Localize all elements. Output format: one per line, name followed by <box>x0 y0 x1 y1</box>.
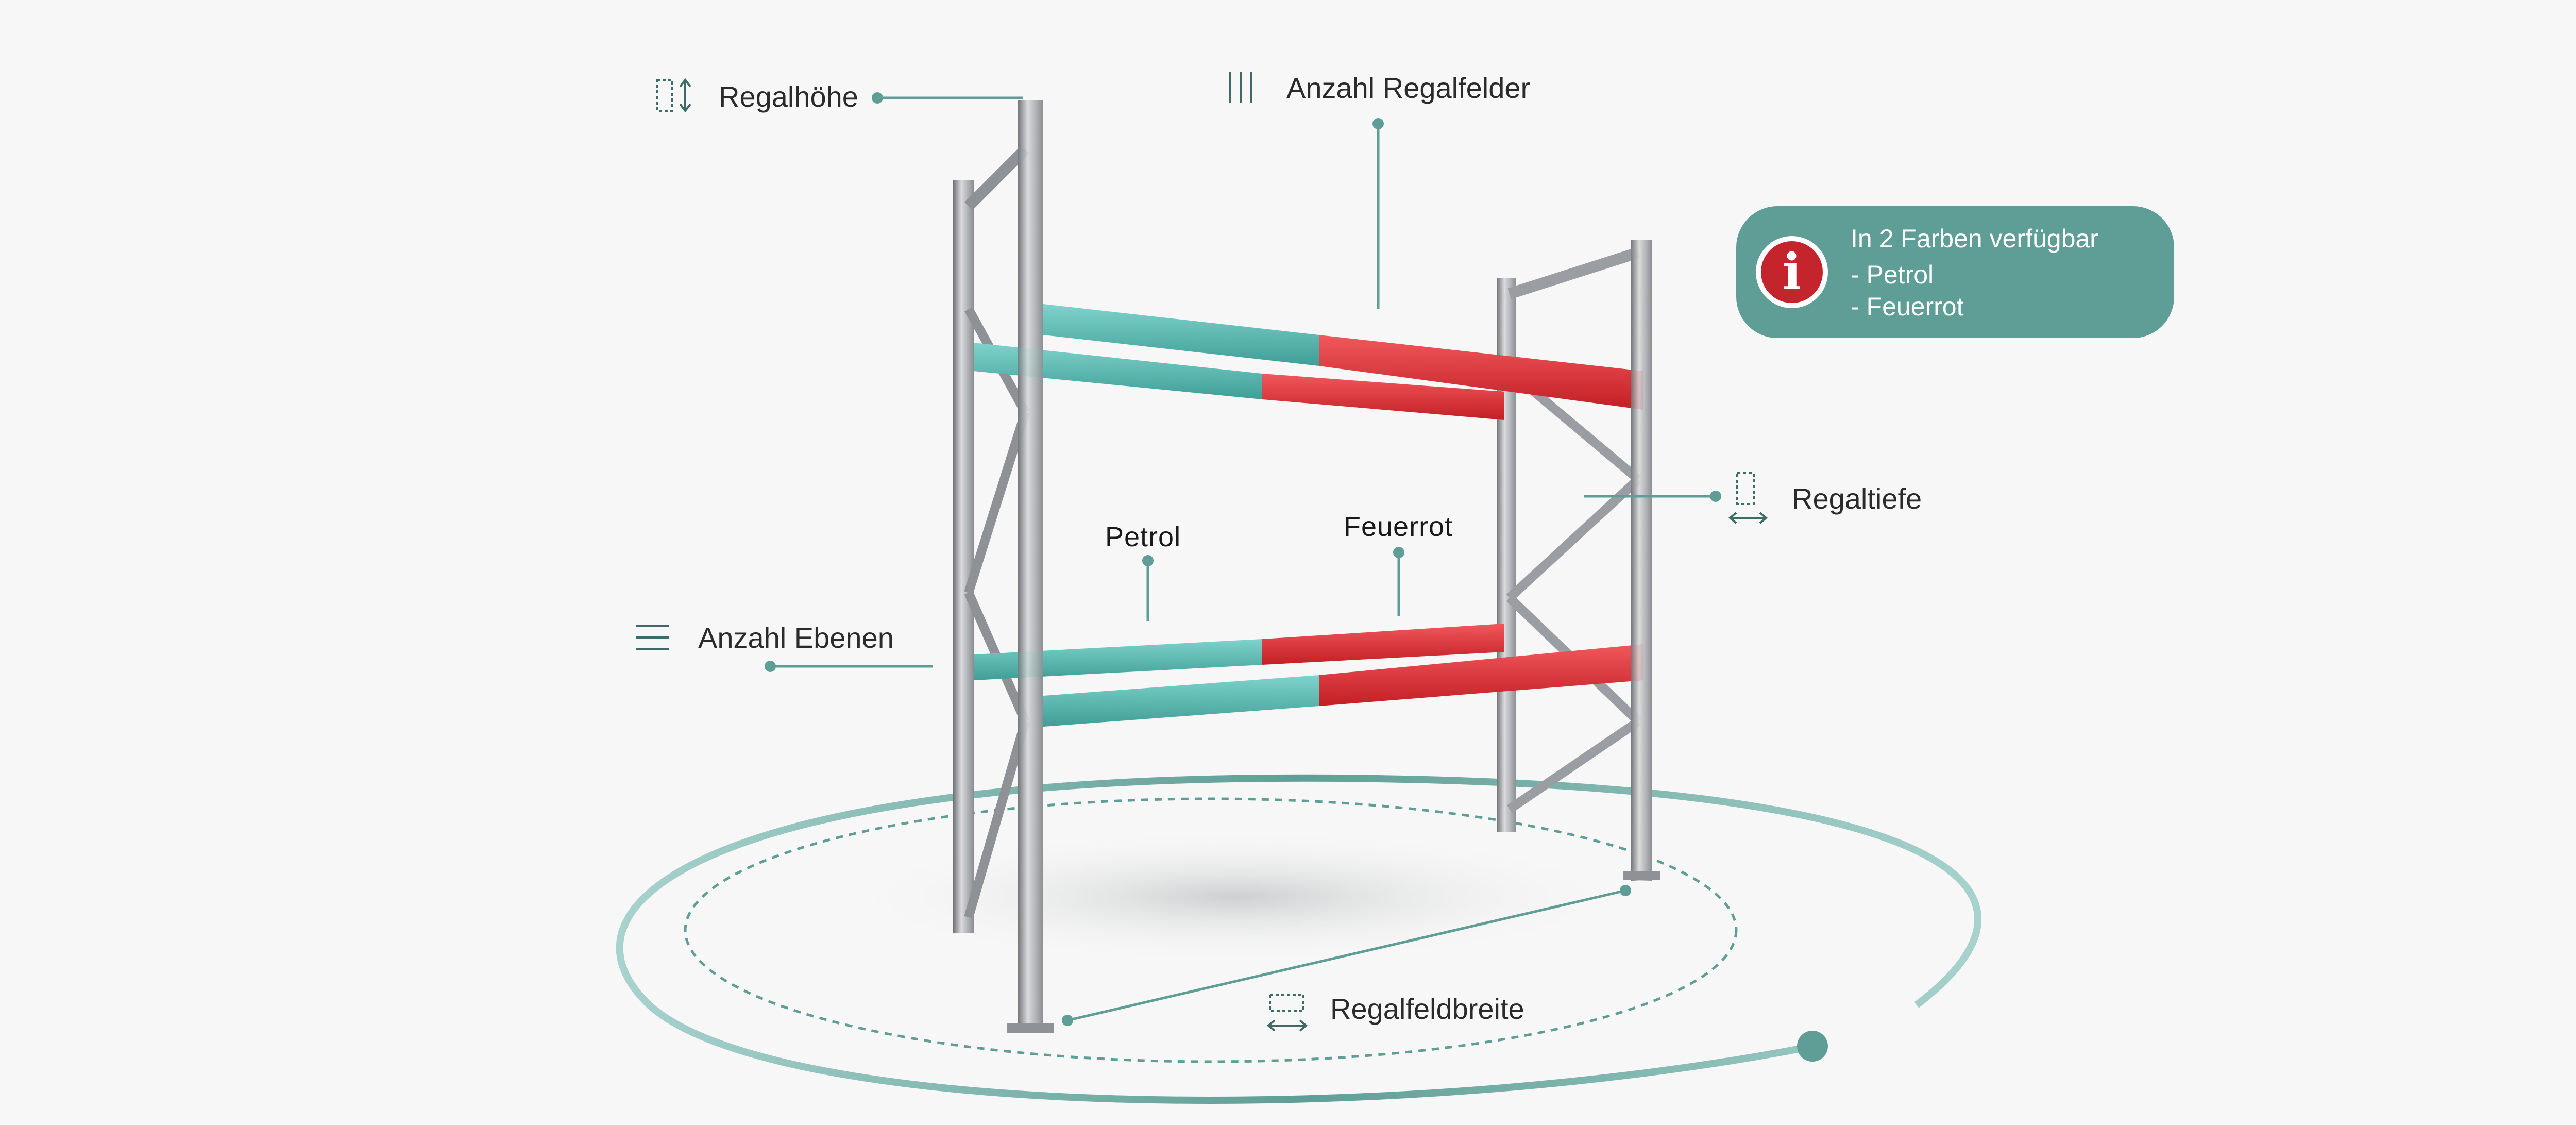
beam-lower-front-red <box>1319 644 1643 706</box>
beam-upper-front-red <box>1319 335 1643 410</box>
beam-upper-back-red <box>1262 374 1504 420</box>
horizontal-lines-icon <box>636 625 669 650</box>
footplate-left <box>1007 1023 1054 1033</box>
beam-lower-back-petrol <box>974 639 1262 680</box>
width-arrows-icon <box>1266 994 1308 1032</box>
footplate-right <box>1623 871 1660 880</box>
label-feuerrot: Feuerrot <box>1344 511 1453 542</box>
info-item-feuerrot: - Feuerrot <box>1851 292 1964 321</box>
label-regalfeldbreite: Regalfeldbreite <box>1330 993 1524 1025</box>
color-info-box: i In 2 Farben verfügbar - Petrol - Feuer… <box>1736 206 2174 338</box>
upright-front-right <box>1631 240 1652 881</box>
label-anzahl-regalfelder: Anzahl Regalfelder <box>1286 72 1531 104</box>
inner-dashed-ellipse <box>684 797 1738 1063</box>
label-regaltiefe: Regaltiefe <box>1792 482 1922 515</box>
beam-lower-front-petrol <box>1043 675 1319 727</box>
beam-upper-front-petrol <box>1043 304 1319 366</box>
label-regalhoehe: Regalhöhe <box>719 80 858 113</box>
info-icon: i <box>1756 236 1828 308</box>
beam-lower-back-red <box>1262 624 1504 665</box>
upright-front-left <box>1018 100 1043 1033</box>
label-petrol: Petrol <box>1105 522 1181 552</box>
vertical-lines-icon <box>1229 72 1252 103</box>
info-item-petrol: - Petrol <box>1851 260 1934 289</box>
connector-regalfeldbreite <box>1067 889 1626 1022</box>
beam-upper-back-petrol <box>974 343 1262 399</box>
info-title: In 2 Farben verfügbar <box>1851 224 2098 253</box>
outer-ring <box>616 774 1981 1104</box>
height-arrows-icon <box>656 78 691 113</box>
ring-end-dot <box>1797 1031 1828 1062</box>
depth-arrows-icon <box>1728 472 1768 524</box>
label-anzahl-ebenen: Anzahl Ebenen <box>698 622 894 654</box>
